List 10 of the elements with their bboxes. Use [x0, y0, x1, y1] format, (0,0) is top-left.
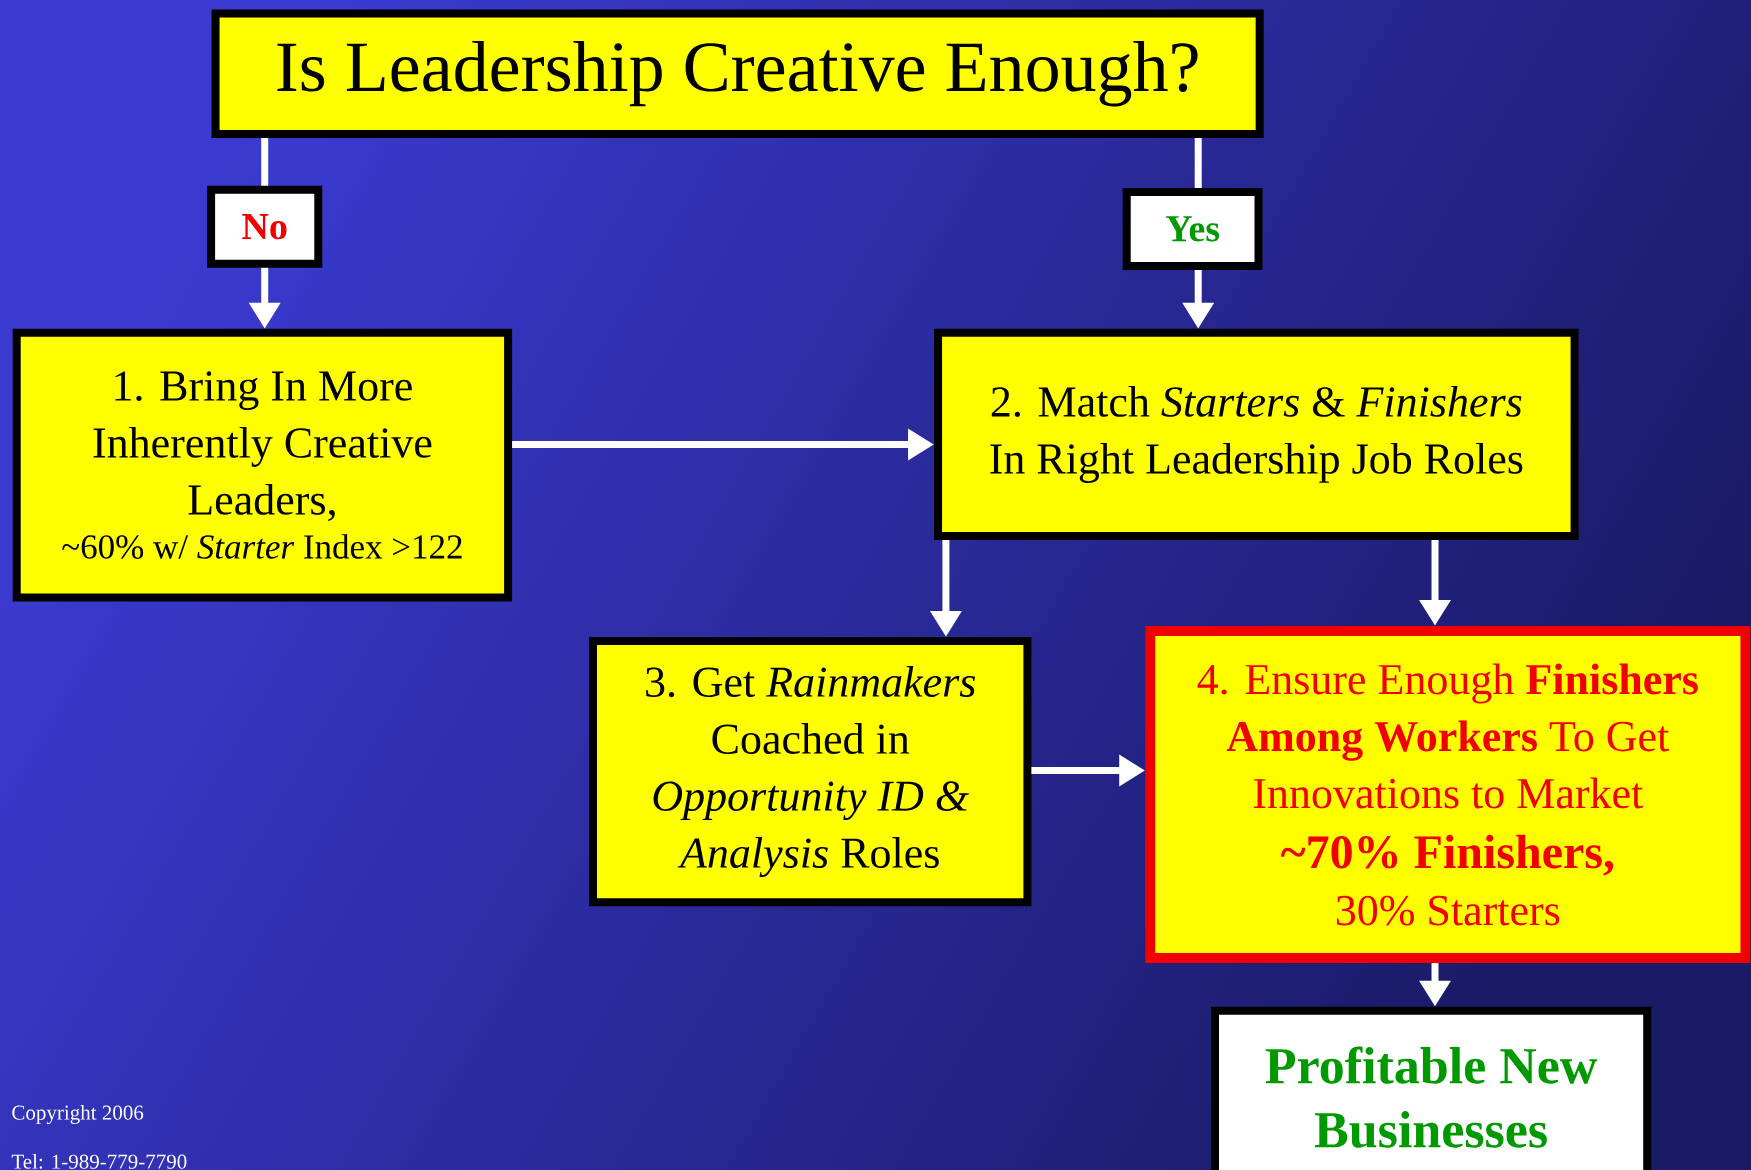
process-box: 3. Get Rainmakers Coached in Opportunity ID & Analysis Roles — [589, 636, 1032, 907]
footer-text: Tel: 1-989-779-7790 — [11, 1153, 187, 1169]
footer-text: Copyright 2006 — [12, 1104, 144, 1125]
process-box: 4. Ensure Enough Finishers Among Workers To Get Innovations to Market ~70% Finishers, 30% Starters — [1145, 625, 1751, 964]
process-box: 2. Match Starters & Finishers In Right Leadership Job Roles — [934, 328, 1579, 540]
edge-label: No — [207, 185, 323, 268]
edge-label: Yes — [1122, 187, 1263, 270]
outcome-box: Profitable New Businesses — [1211, 1006, 1652, 1170]
title-box: Is Leadership Creative Enough? — [211, 9, 1264, 138]
process-box: 1. Bring In More Inherently Creative Leaders, ~60% w/ Starter Index >122 — [12, 328, 513, 602]
